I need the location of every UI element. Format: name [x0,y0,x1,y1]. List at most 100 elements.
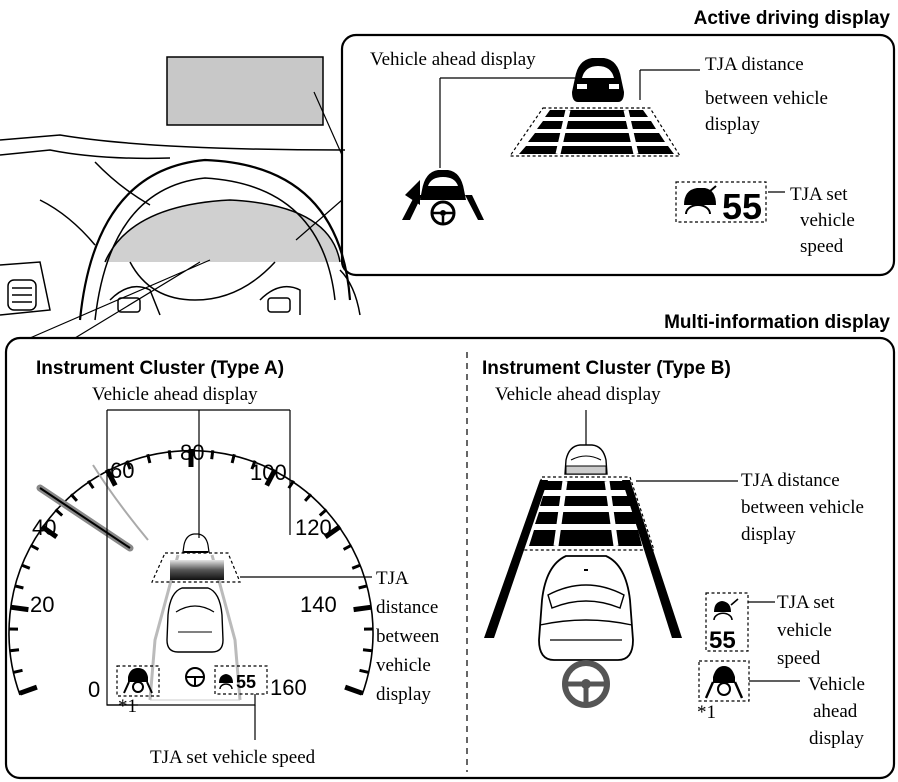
dial-label-80: 80 [180,440,204,465]
speedometer-tick [362,648,373,653]
type-b-set-speed-line3: speed [777,648,821,669]
ad-tja-distance-line2: between vehicle [705,88,828,109]
type-b-vehicle-ahead-box [698,660,750,702]
type-a-heading: Instrument Cluster (Type A) [36,358,284,379]
type-a-distance-bars [151,552,241,583]
ad-speed-value: 55 [722,186,762,227]
multi-info-panel [4,336,896,780]
speedometer-car-icon [684,185,717,215]
type-a-tja-line4: vehicle [376,655,431,676]
ad-distance-bars [508,107,682,157]
ad-tja-distance-line3: display [705,114,760,135]
type-b-speed-value: 55 [709,627,736,654]
type-a-tja-line2: distance [376,597,438,618]
type-b-footnote: *1 [697,702,716,723]
type-b-own-car-icon [538,555,634,661]
active-driving-heading: Active driving display [694,8,891,29]
speedometer-tick [104,468,118,487]
speedometer-tick [19,684,38,696]
speedometer-tick [9,648,20,653]
dial-label-140: 140 [300,592,337,617]
type-b-heading: Instrument Cluster (Type B) [482,358,731,379]
speedometer-tick [353,604,372,613]
speedometer-tick [86,479,95,490]
type-b-set-speed-line2: vehicle [777,620,832,641]
speedometer-tick [358,584,368,590]
active-driving-panel [340,33,896,277]
type-b-distance-bars [516,476,655,551]
cluster-callout-lines [29,259,211,339]
type-a-speedometer-car-icon [219,674,233,690]
ad-set-speed-line3: speed [800,236,844,257]
ad-tja-distance-line1: TJA distance [705,54,804,75]
dial-label-160: 160 [270,675,307,700]
speedometer-tick [210,450,215,460]
type-a-vehicle-ahead-box [116,665,160,697]
dial-label-100: 100 [250,460,287,485]
type-b-side-line3: display [809,728,864,749]
type-a-tja-line5: display [376,684,431,705]
type-a-vehicle-ahead-label: Vehicle ahead display [92,384,258,405]
type-b-steering-wheel-icon [562,660,610,708]
speedometer-tick [69,493,79,502]
type-b-vehicle-ahead-label: Vehicle ahead display [495,384,661,405]
type-b-side-line1: Vehicle [808,674,865,695]
dial-label-0: 0 [88,677,100,702]
type-b-small-car-steering-icon [704,666,744,699]
speedometer-tick [323,524,342,539]
speedometer-tick [351,563,362,570]
ad-set-speed-line2: vehicle [800,210,855,231]
hud-glass [166,56,324,126]
speedometer-tick [344,684,363,696]
type-a-tja-line3: between [376,626,440,647]
type-a-set-speed-label: TJA set vehicle speed [150,747,316,768]
type-b-set-speed-line1: TJA set [777,592,835,613]
type-a-car-ahead-icon [182,533,210,553]
speedometer-tick [29,543,40,551]
speedometer-tick [40,524,59,539]
dial-label-20: 20 [30,592,54,617]
dial-label-120: 120 [295,515,332,540]
multi-info-heading: Multi-information display [664,312,890,333]
dial-label-40: 40 [32,515,56,540]
speedometer-tick [125,460,132,470]
speedometer-tick [13,668,23,674]
speedometer-tick [342,543,353,551]
type-b-set-speed-box [705,592,749,652]
type-a-set-speed-box [214,665,268,695]
speedometer-tick [14,584,24,590]
ad-vehicle-ahead-leader [439,77,575,168]
dial-label-60: 60 [110,458,134,483]
ad-set-speed-line1: TJA set [790,184,848,205]
type-a-own-car-icon [166,587,224,687]
type-b-side-line2: ahead [813,701,858,722]
type-b-lane [484,480,682,638]
speedometer-tick [146,453,152,464]
type-a-speed-value: 55 [236,672,256,692]
type-a-vehicle-ahead-leaders [106,409,291,706]
speedometer-tick [359,668,369,674]
hud-callout-lines [295,91,343,241]
type-a-small-car-steering-icon [123,668,153,694]
speedometer-tick [54,508,64,517]
type-b-speedometer-car-icon [713,598,739,621]
type-b-tja-line1: TJA distance [741,470,840,491]
speedometer-tick [318,508,328,517]
dashboard-illustration [0,56,361,321]
speedometer-tick [303,493,313,502]
type-a-tja-line1: TJA [376,568,409,589]
speedometer-ticks [8,449,374,696]
speedometer-tick [20,563,31,570]
speedometer-tick [250,460,257,470]
ad-car-ahead-icon [572,58,624,102]
speedometer-tick [264,468,278,487]
type-b-car-ahead-icon [564,444,608,475]
ad-set-speed-indicator: 55 [675,181,767,227]
type-b-tja-line2: between vehicle [741,497,864,518]
type-a-speedometer: 0 20 40 60 80 100 120 140 160 [8,440,374,702]
speedometer-tick [10,604,29,613]
speedometer-tick [230,453,236,464]
ad-distance-leader [639,69,700,100]
type-b-tja-line3: display [741,524,796,545]
